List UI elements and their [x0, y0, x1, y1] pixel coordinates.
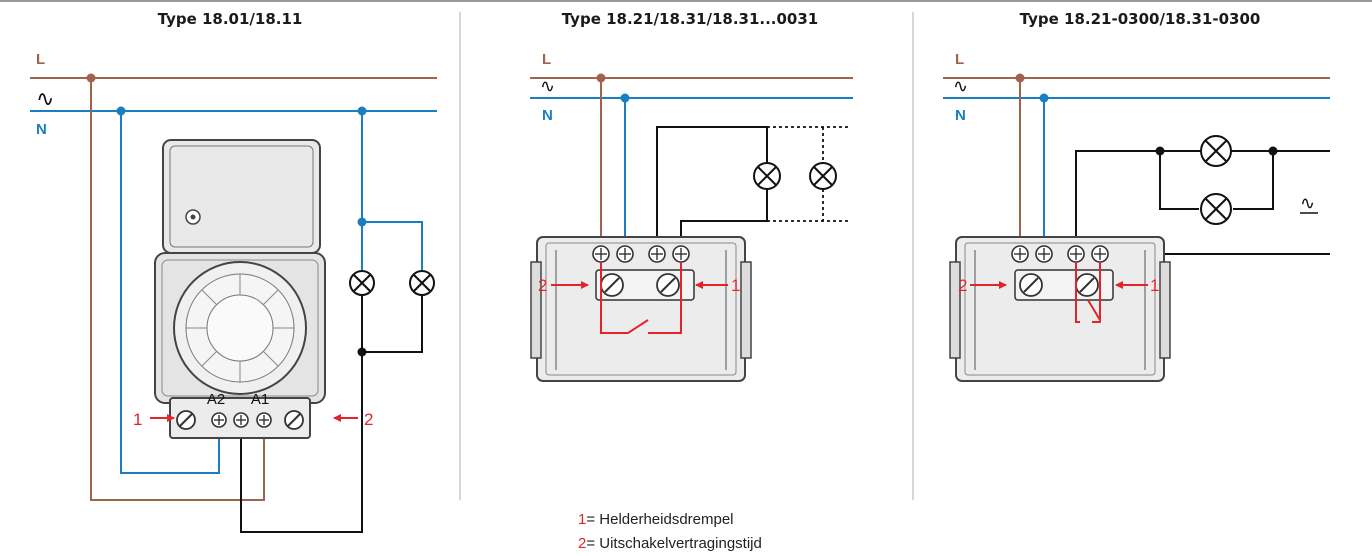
lamp-icon: [1200, 193, 1232, 225]
terminal-icon: [1067, 245, 1085, 263]
panel-1-neutral-branch: [362, 221, 423, 271]
panel-3-live-junction: [1015, 73, 1025, 83]
legend-item-2: 2= Uitschakelvertragingstijd: [578, 535, 762, 552]
panel-3-neutral-label: N: [955, 107, 966, 124]
panel-2-neutral-label: N: [542, 107, 553, 124]
panel-3-junction-left: [1155, 146, 1165, 156]
terminal-icon: [211, 412, 227, 428]
terminal-icon: [256, 412, 272, 428]
marker-2-label: 2: [538, 276, 547, 295]
panel-2-load-wire-a: [656, 126, 768, 244]
panel-2-live-junction: [596, 73, 606, 83]
terminal-icon: [592, 245, 610, 263]
marker-1-label: 1: [133, 410, 142, 429]
sensor-device-18-21: [530, 236, 752, 382]
lamp-icon: [409, 270, 435, 296]
panel-2-title: Type 18.21/18.31/18.31...0031: [562, 10, 819, 28]
panel-1-neutral-label: N: [36, 121, 47, 138]
panel-1-neutral-junction-right: [357, 106, 367, 116]
panel-1-neutral-drop: [120, 111, 220, 474]
panel-3-title: Type 18.21-0300/18.31-0300: [1020, 10, 1261, 28]
panel-1-title: Type 18.01/18.11: [158, 10, 303, 28]
legend-item-2-text: = Uitschakelvertragingstijd: [586, 535, 762, 552]
lamp-icon: [1200, 135, 1232, 167]
panel-3-parallel-right: [1233, 151, 1274, 210]
ac-symbol-icon: ∿: [540, 76, 555, 97]
panel-type-18-01: Type 18.01/18.11 L ∿ N: [30, 10, 437, 533]
ac-symbol-icon: ∿: [36, 87, 54, 112]
panel-1-live-label: L: [36, 51, 45, 68]
marker-1-label: 1: [1150, 276, 1159, 295]
panel-3-live-label: L: [955, 51, 964, 68]
terminal-label-a2: A2: [207, 391, 225, 408]
panel-2-neutral-junction: [620, 93, 630, 103]
ac-supply-icon: ∿: [1300, 193, 1315, 214]
terminal-icon: [672, 245, 690, 263]
terminal-icon: [648, 245, 666, 263]
marker-1-label: 1: [731, 276, 740, 295]
panel-2-internal-contact-b: [648, 262, 682, 334]
panel-1-live-drop: [90, 78, 265, 501]
panel-3-junction-right: [1268, 146, 1278, 156]
panel-3-internal-contact-b: [1087, 262, 1101, 324]
panel-1-neutral-junction-lamps: [357, 217, 367, 227]
legend-item-1-num: 1: [578, 511, 586, 528]
panel-2-load-wire-b: [680, 189, 768, 244]
panel-1-neutral-junction-left: [116, 106, 126, 116]
legend-item-1: 1= Helderheidsdrempel: [578, 511, 734, 528]
ac-symbol-icon: ∿: [953, 76, 968, 97]
marker-2-label: 2: [364, 410, 373, 429]
terminal-icon: [616, 245, 634, 263]
terminal-label-a1: A1: [251, 391, 269, 408]
panel-1-load-wire: [240, 352, 363, 533]
legend-item-1-text: = Helderheidsdrempel: [586, 511, 733, 528]
lamp-icon: [349, 270, 375, 296]
terminal-icon: [1011, 245, 1029, 263]
terminal-icon: [1035, 245, 1053, 263]
lamp-icon: [809, 162, 837, 190]
panel-3-parallel-left: [1159, 151, 1199, 210]
sensor-device-18-01: A2 A1: [154, 139, 326, 439]
sensor-device-18-21-0300: [949, 236, 1171, 382]
panel-2-internal-contact: [600, 262, 649, 334]
panel-1-live-junction: [86, 73, 96, 83]
panel-3-internal-contact: [1075, 262, 1080, 323]
legend: 1= Helderheidsdrempel 2= Uitschakelvertr…: [578, 511, 762, 552]
terminal-icon: [1091, 245, 1109, 263]
panel-3-load-wire-a: [1075, 150, 1330, 244]
panel-type-18-21-0300: Type 18.21-0300/18.31-0300 L ∿ N ∿: [943, 10, 1330, 382]
panel-type-18-21: Type 18.21/18.31/18.31...0031 L ∿ N: [530, 10, 853, 382]
legend-item-2-num: 2: [578, 535, 586, 552]
panel-1-lamp-return-b: [362, 295, 423, 353]
lamp-icon: [753, 162, 781, 190]
marker-2-label: 2: [958, 276, 967, 295]
terminal-icon: [233, 412, 249, 428]
panel-3-neutral-junction: [1039, 93, 1049, 103]
panel-2-live-label: L: [542, 51, 551, 68]
